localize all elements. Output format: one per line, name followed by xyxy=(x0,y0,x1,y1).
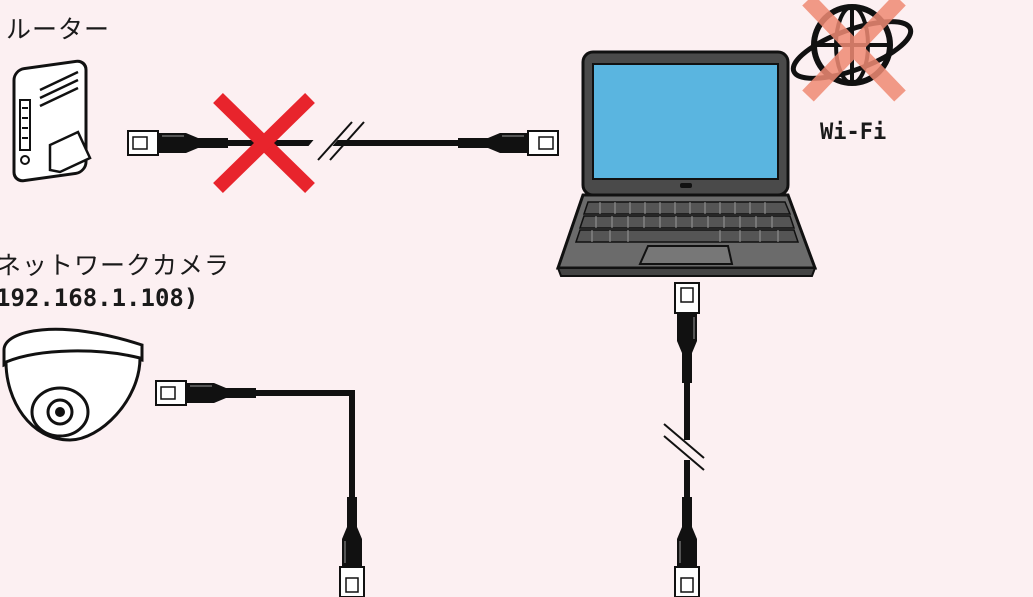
camera-label: ネットワークカメラ xyxy=(0,246,230,282)
wifi-label: Wi-Fi xyxy=(820,120,886,145)
lan-connector-icon xyxy=(340,497,364,597)
laptop-vertical-cable xyxy=(664,283,704,597)
lan-connector-icon xyxy=(128,131,228,155)
camera-icon xyxy=(4,329,142,440)
router-laptop-cable xyxy=(128,122,558,162)
lan-connector-icon xyxy=(458,131,558,155)
lan-connector-icon xyxy=(156,381,256,405)
router-label: ルーター xyxy=(6,10,110,46)
lan-connector-icon xyxy=(675,497,699,597)
laptop-icon xyxy=(558,52,815,276)
router-icon xyxy=(14,60,90,182)
lan-connector-icon xyxy=(675,283,699,383)
camera-cable xyxy=(156,381,364,597)
camera-ip-label: 192.168.1.108) xyxy=(0,284,198,312)
